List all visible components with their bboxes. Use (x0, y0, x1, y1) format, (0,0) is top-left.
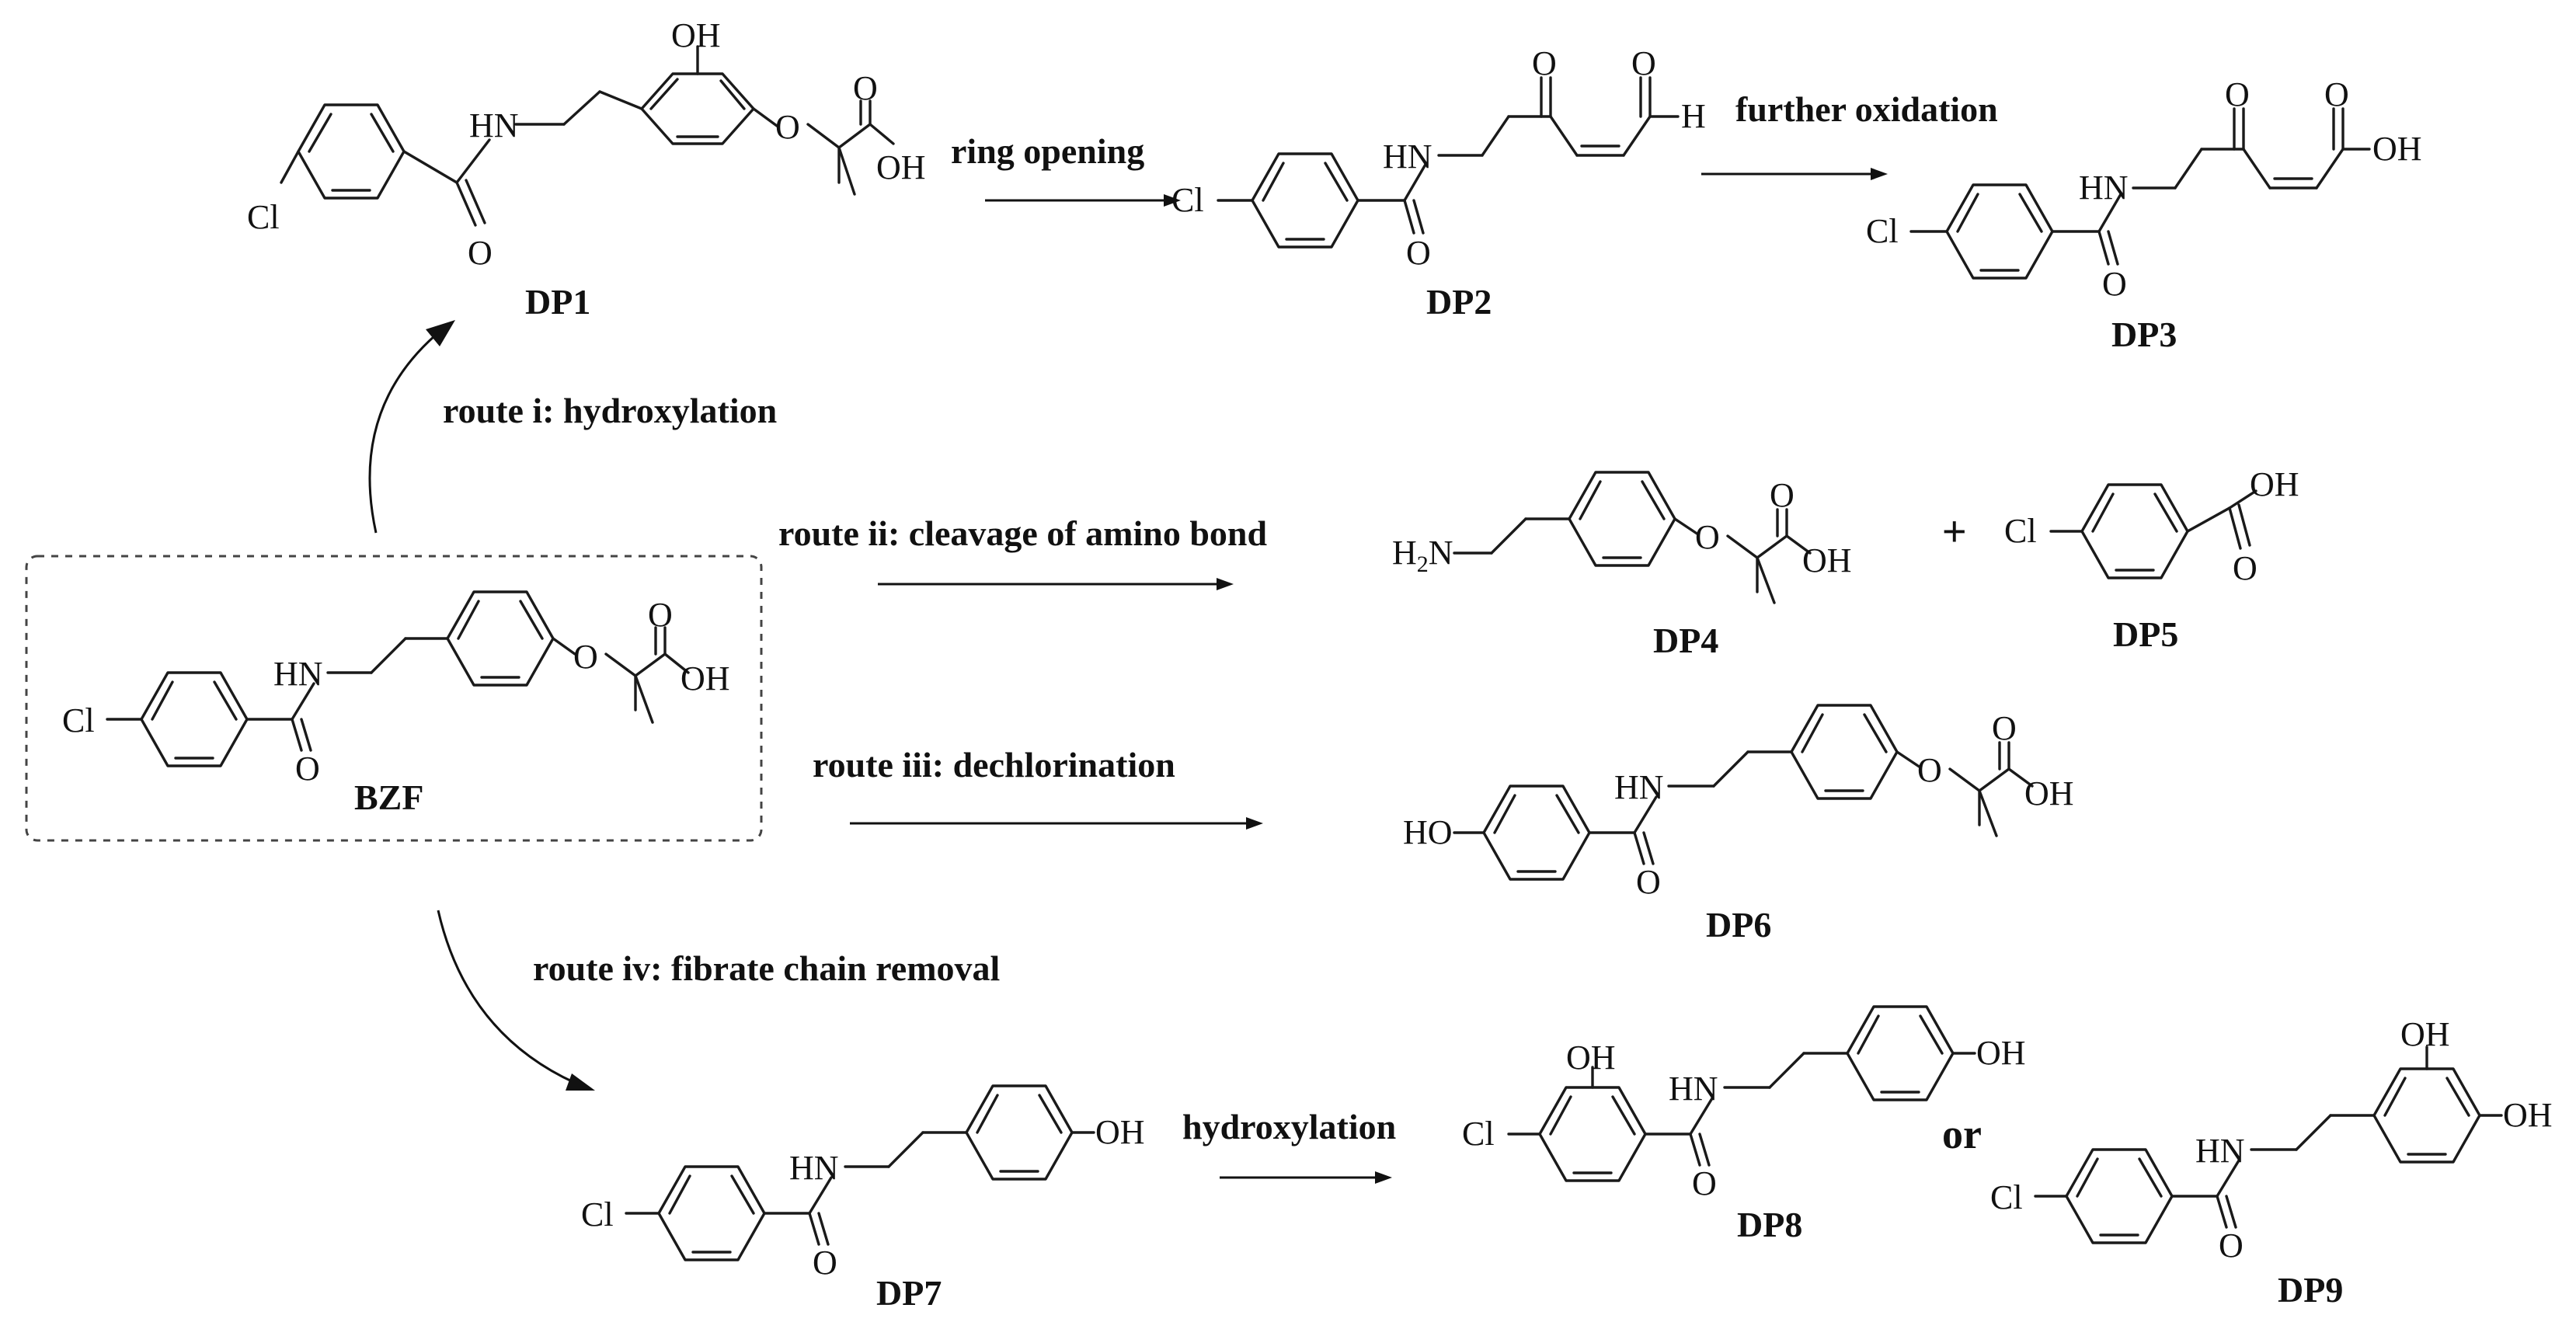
carbonyl-o-label: O (1636, 863, 1661, 901)
ketone-o-label: O (2225, 75, 2250, 113)
carbonyl-o-label: O (2102, 265, 2127, 303)
acid-oh-label: OH (2372, 130, 2422, 168)
chlorine-label: Cl (247, 198, 280, 236)
compound-dp8: Cl OH O HN OH DP8 (1462, 1005, 2026, 1244)
compound-dp1: Cl O HN OH O O OH DP1 (247, 16, 926, 322)
hn-label: HN (1383, 137, 1432, 176)
compound-dp7: Cl O HN OH DP7 (581, 1084, 1145, 1313)
chlorine-label: Cl (1462, 1115, 1495, 1153)
acid-oh-label: OH (681, 659, 730, 698)
hn-label: HN (273, 655, 323, 693)
ether-o-label: O (573, 638, 598, 676)
phenol-ho-label: HO (1403, 813, 1453, 851)
ring-oh-label: OH (1566, 1039, 1616, 1077)
acid-o-label: O (2324, 75, 2349, 113)
dp3-label: DP3 (2111, 315, 2177, 354)
acid-o-label: O (648, 596, 673, 634)
route-iv-label: route iv: fibrate chain removal (533, 948, 1000, 988)
dp6-label: DP6 (1706, 905, 1771, 945)
hn-label: HN (789, 1149, 839, 1187)
aldehyde-h-label: H (1681, 97, 1706, 135)
ring-opening-label: ring opening (951, 131, 1144, 171)
ketone-o-label: O (1532, 44, 1557, 82)
ether-o-label: O (1695, 518, 1720, 556)
carbonyl-o-label: O (1406, 234, 1431, 272)
acid-oh-label: OH (876, 148, 926, 186)
h2n-label: H2N (1392, 534, 1453, 577)
compound-dp3: Cl O HN O O OH DP3 (1866, 75, 2422, 354)
plus-sign: + (1942, 508, 1967, 555)
hn-label: HN (469, 106, 519, 144)
chlorine-label: Cl (581, 1195, 614, 1233)
acid-oh-label: OH (1802, 541, 1852, 579)
dp4-label: DP4 (1653, 621, 1718, 660)
acid-oh-label: OH (2250, 465, 2299, 503)
chlorine-label: Cl (1866, 212, 1899, 250)
route-ii-label: route ii: cleavage of amino bond (778, 513, 1267, 553)
dp9-label: DP9 (2278, 1270, 2343, 1310)
ring-oh-label: OH (671, 16, 721, 54)
ether-o-label: O (775, 108, 800, 146)
dp8-label: DP8 (1737, 1205, 1802, 1244)
route-iv-arrow (437, 910, 595, 1091)
route-i-arrow (368, 320, 455, 534)
acid-oh-label: OH (2024, 774, 2074, 812)
chlorine-label: Cl (62, 701, 95, 739)
carbonyl-o-label: O (468, 234, 493, 272)
compound-dp4: H2N O O OH DP4 (1392, 471, 1852, 660)
chlorine-label: Cl (1990, 1178, 2023, 1216)
compound-dp9: Cl O HN OH OH DP9 (1990, 1015, 2553, 1310)
bzf-parent-box (25, 555, 763, 842)
compound-dp2: Cl O HN O O H DP2 (1171, 44, 1706, 322)
ring-opening-arrow (985, 194, 1181, 207)
acid-o-label: O (1770, 476, 1794, 514)
carbonyl-o-label: O (1692, 1164, 1717, 1202)
hn-label: HN (1669, 1070, 1718, 1108)
hn-label: HN (2195, 1132, 2245, 1170)
hydroxylation-arrow (1220, 1171, 1392, 1184)
route-iii-label: route iii: dechlorination (813, 745, 1175, 785)
phenol-oh-label: OH (1095, 1113, 1145, 1151)
chlorine-label: Cl (1171, 181, 1204, 219)
ring-oh-label: OH (2400, 1015, 2450, 1053)
carbonyl-o-label: O (813, 1244, 837, 1282)
route-iii-arrow (850, 817, 1263, 830)
route-i-label: route i: hydroxylation (443, 391, 777, 430)
compound-dp5: Cl OH O DP5 (2004, 465, 2299, 654)
acid-o-label: O (1992, 709, 2017, 747)
compound-bzf: Cl O HN O O OH BZF (62, 590, 730, 817)
acid-o-label: O (2233, 549, 2257, 587)
phenol-oh-label: OH (2503, 1096, 2553, 1134)
aldehyde-o-label: O (1631, 44, 1656, 82)
or-connector: or (1942, 1111, 1982, 1157)
further-oxidation-arrow (1701, 168, 1888, 180)
hn-label: HN (1614, 768, 1664, 806)
route-ii-arrow (878, 578, 1234, 590)
carbonyl-o-label: O (295, 750, 320, 788)
phenol-oh-label: OH (1976, 1034, 2026, 1072)
further-oxidation-label: further oxidation (1735, 89, 1998, 129)
dp2-label: DP2 (1426, 282, 1492, 322)
carbonyl-o-label: O (2219, 1226, 2244, 1265)
dp7-label: DP7 (876, 1273, 942, 1313)
acid-o-label: O (853, 69, 878, 107)
compound-dp6: HO O HN O O OH DP6 (1403, 704, 2074, 945)
ether-o-label: O (1917, 751, 1942, 789)
dp1-label: DP1 (525, 282, 590, 322)
hn-label: HN (2079, 169, 2129, 207)
chlorine-label: Cl (2004, 512, 2037, 550)
bzf-label: BZF (354, 778, 423, 817)
dp5-label: DP5 (2113, 614, 2178, 654)
hydroxylation-label: hydroxylation (1182, 1107, 1396, 1146)
